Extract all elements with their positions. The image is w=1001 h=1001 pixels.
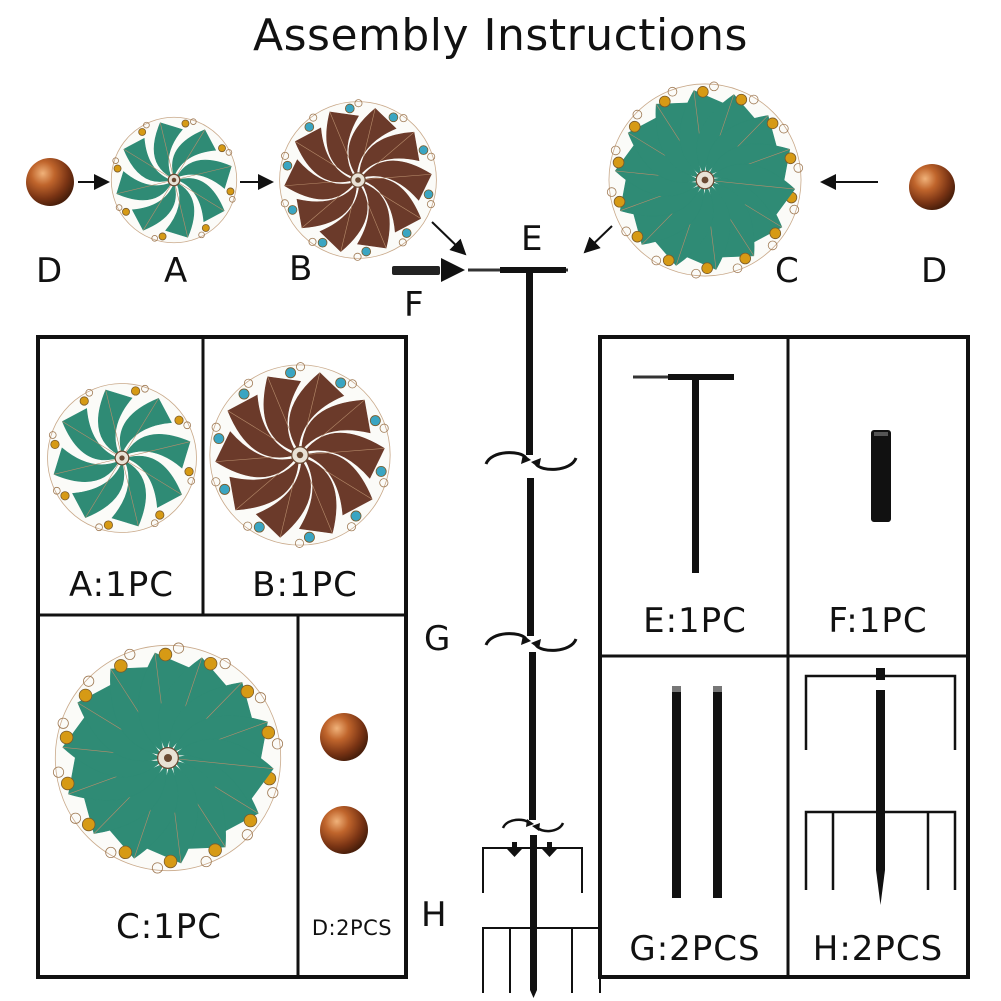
label-d-right: D: [921, 251, 948, 291]
ball-d-part-2: [320, 806, 368, 854]
spacer-f-part: [871, 430, 891, 522]
pole-e-part: [633, 374, 734, 573]
rotate-symbol-2: [484, 632, 578, 652]
wheel-b-part: [209, 362, 391, 548]
label-g: G: [424, 619, 451, 659]
page-title: Assembly Instructions: [253, 10, 748, 61]
caption-part-b: B:1PC: [252, 565, 358, 605]
caption-part-c: C:1PC: [115, 907, 223, 947]
label-a: A: [164, 251, 188, 291]
caption-part-d: D:2PCS: [311, 916, 393, 940]
label-f: F: [404, 285, 424, 325]
spacer-f-top: [392, 266, 440, 275]
caption-part-h: H:2PCS: [812, 929, 944, 969]
rotate-symbol-3: [501, 818, 565, 833]
ball-d-right: [909, 164, 955, 210]
rotate-symbol-1: [484, 451, 578, 471]
wheel-c-top: [606, 81, 804, 279]
caption-part-a: A:1PC: [69, 565, 174, 605]
arrow-c-to-e: [583, 225, 613, 254]
label-b: B: [289, 249, 313, 289]
ball-d-part-1: [320, 713, 368, 761]
wheel-c-part: [52, 642, 284, 874]
label-e: E: [521, 219, 543, 259]
label-c: C: [775, 251, 799, 291]
arrow-b-to-e: [431, 221, 467, 256]
caption-part-g: G:2PCS: [629, 929, 761, 969]
parts-box-left: [36, 335, 408, 979]
wheel-a-part: [47, 383, 197, 533]
caption-part-e: E:1PC: [643, 601, 747, 641]
assembled-pole: [468, 267, 601, 998]
label-h: H: [421, 895, 447, 935]
pole-g-part: [672, 686, 722, 898]
wheel-a-top: [110, 116, 238, 244]
label-d-left: D: [36, 251, 63, 291]
wheel-b-top: [279, 99, 437, 261]
ball-d-left: [26, 158, 74, 206]
parts-box-right: [598, 335, 970, 979]
stake-h-part: [804, 668, 957, 905]
caption-part-f: F:1PC: [828, 601, 928, 641]
